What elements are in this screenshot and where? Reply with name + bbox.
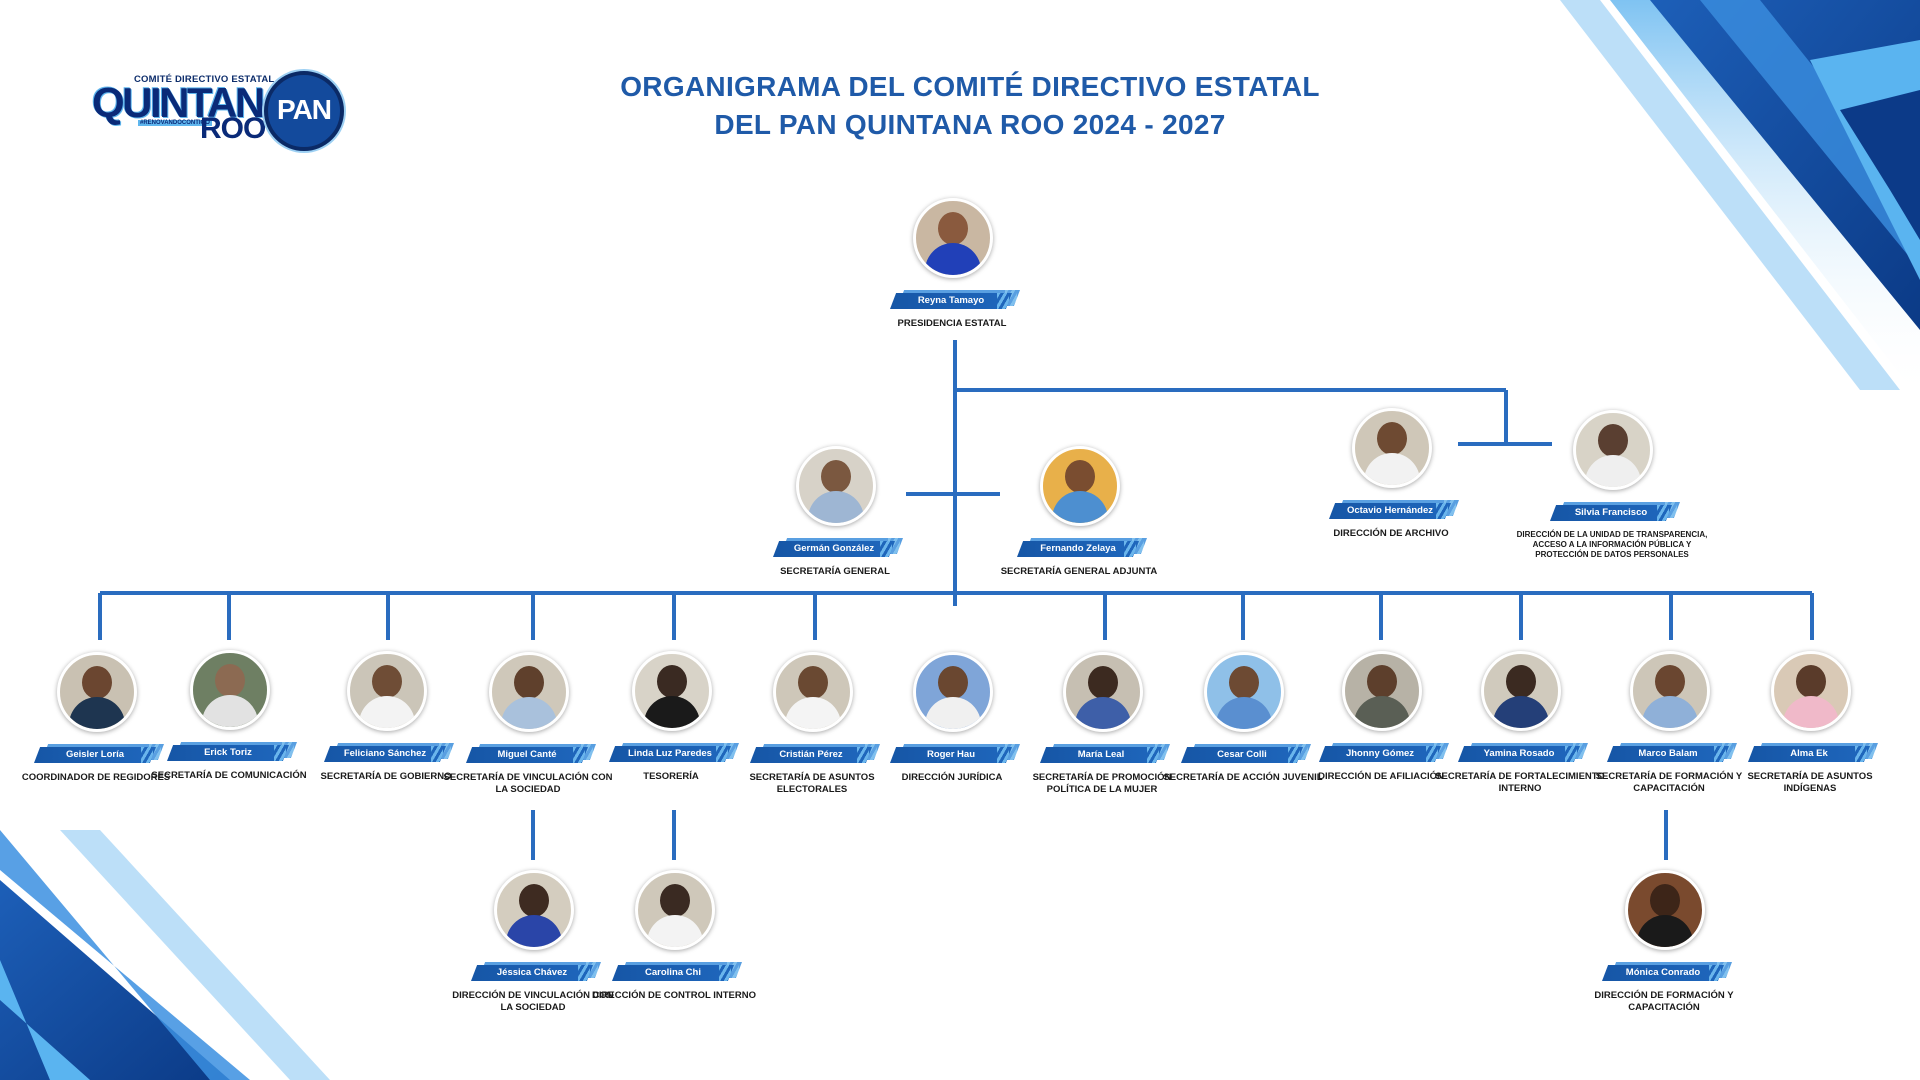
person-name: Carolina Chi — [645, 967, 701, 978]
person-name: Cristián Pérez — [779, 749, 843, 760]
person-name: Feliciano Sánchez — [343, 748, 427, 759]
role-label: SECRETARÍA DE GOBIERNO — [320, 771, 452, 782]
pan-quintana-roo-logo: COMITÉ DIRECTIVO ESTATAL QUINTANA #RENOV… — [88, 68, 346, 151]
role-label: DIRECCIÓN DE AFILIACIÓN — [1318, 771, 1444, 782]
logo-top-text: COMITÉ DIRECTIVO ESTATAL — [134, 74, 275, 85]
role-label: SECRETARÍA GENERAL ADJUNTA — [1000, 566, 1158, 577]
role-label: DIRECCIÓN JURÍDICA — [901, 772, 1003, 783]
role-label: SECRETARÍA GENERAL — [780, 566, 890, 577]
role-label: DIRECCIÓN DE LA UNIDAD DE TRANSPARENCIA,… — [1516, 530, 1708, 559]
avatar — [796, 446, 876, 526]
role-label: SECRETARÍA DE PROMOCIÓN POLÍTICA DE LA M… — [1032, 772, 1172, 795]
avatar — [57, 652, 137, 732]
role-label: DIRECCIÓN DE CONTROL INTERNO — [592, 990, 756, 1001]
person-name: Yamina Rosado — [1483, 748, 1555, 759]
logo-word-quintana: QUINTANA — [92, 79, 293, 126]
avatar — [632, 651, 712, 731]
role-label: PRESIDENCIA ESTATAL — [897, 318, 1007, 329]
avatar — [489, 652, 569, 732]
pan-badge-text: PAN — [276, 94, 332, 125]
avatar — [913, 652, 993, 732]
pan-badge-icon: PAN — [264, 71, 344, 151]
person-name: Jéssica Chávez — [496, 967, 568, 978]
avatar — [773, 652, 853, 732]
role-label: TESORERÍA — [643, 771, 699, 782]
avatar — [1063, 652, 1143, 732]
avatar — [190, 650, 270, 730]
avatar — [1630, 651, 1710, 731]
avatar — [635, 870, 715, 950]
role-label: COORDINADOR DE REGIDORES — [21, 772, 171, 783]
page-title-line-1: ORGANIGRAMA DEL COMITÉ DIRECTIVO ESTATAL — [620, 71, 1320, 102]
person-name: Geisler Loría — [65, 749, 125, 760]
avatar — [1625, 870, 1705, 950]
avatar — [1040, 446, 1120, 526]
person-name: Germán González — [793, 543, 875, 554]
role-label: SECRETARÍA DE VINCULACIÓN CON LA SOCIEDA… — [443, 772, 613, 795]
avatar — [1352, 408, 1432, 488]
role-label: SECRETARÍA DE FORTALECIMIENTO INTERNO — [1435, 771, 1605, 794]
person-name: Reyna Tamayo — [917, 295, 985, 306]
role-label: SECRETARÍA DE ASUNTOS ELECTORALES — [749, 772, 875, 795]
person-name: Erick Toriz — [204, 747, 252, 758]
role-label: DIRECCIÓN DE ARCHIVO — [1333, 528, 1449, 539]
avatar — [1481, 651, 1561, 731]
person-name: Fernando Zelaya — [1040, 543, 1116, 554]
person-name: Alma Ek — [1790, 748, 1828, 759]
avatar — [494, 870, 574, 950]
person-name: Miguel Canté — [497, 749, 557, 760]
person-name: Cesar Colli — [1217, 749, 1267, 760]
avatar — [913, 198, 993, 278]
person-name: Linda Luz Paredes — [628, 748, 712, 759]
logo-word-roo: ROO — [200, 112, 266, 145]
page-title-line-2: DEL PAN QUINTANA ROO 2024 - 2027 — [714, 109, 1226, 140]
avatar — [347, 651, 427, 731]
avatar — [1573, 410, 1653, 490]
role-label: SECRETARÍA DE ACCIÓN JUVENIL — [1163, 772, 1323, 783]
avatar — [1771, 651, 1851, 731]
person-name: Octavio Hernández — [1346, 505, 1434, 516]
person-name: Roger Hau — [926, 749, 976, 760]
avatar — [1342, 651, 1422, 731]
person-name: Jhonny Gómez — [1345, 748, 1415, 759]
person-name: Mónica Conrado — [1625, 967, 1701, 978]
logo-slogan: #RENOVANDOCONTIGO — [138, 120, 212, 126]
role-label: SECRETARÍA DE COMUNICACIÓN — [151, 770, 307, 781]
person-name: Silvia Francisco — [1574, 507, 1648, 518]
avatar — [1204, 652, 1284, 732]
person-name: Marco Balam — [1638, 748, 1698, 759]
role-label: SECRETARÍA DE FORMACIÓN Y CAPACITACIÓN — [1595, 771, 1743, 794]
role-label: DIRECCIÓN DE FORMACIÓN Y CAPACITACIÓN — [1594, 990, 1734, 1013]
role-label: SECRETARÍA DE ASUNTOS INDÍGENAS — [1747, 771, 1873, 794]
role-label: DIRECCIÓN DE VINCULACIÓN CON LA SOCIEDAD — [452, 990, 614, 1013]
person-name: María Leal — [1077, 749, 1125, 760]
